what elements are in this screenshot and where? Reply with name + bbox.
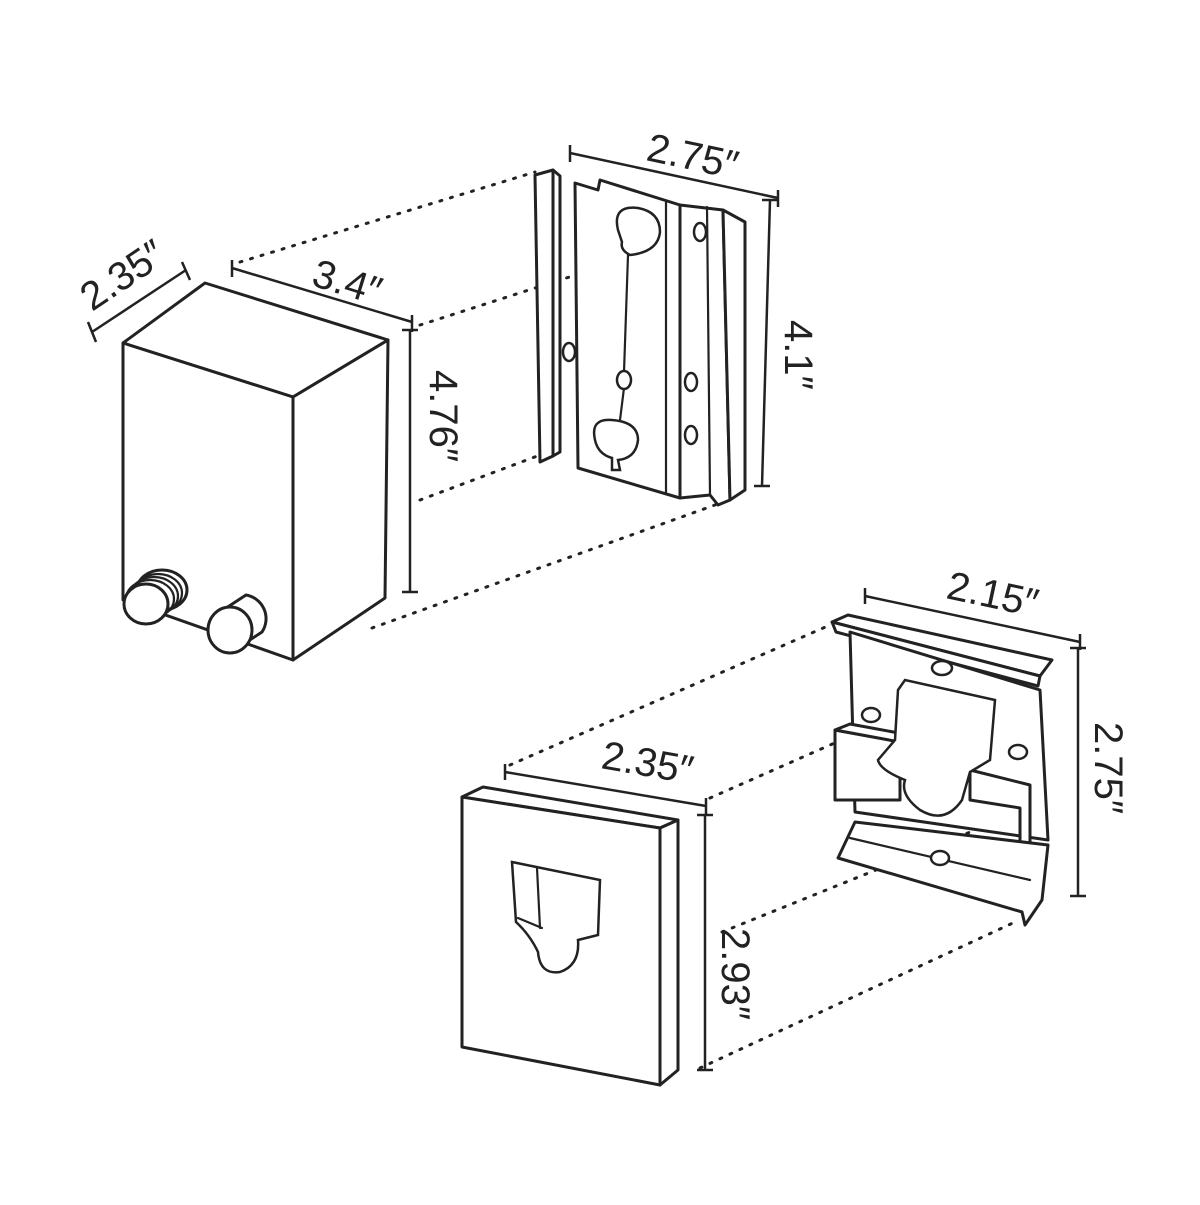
bracket-width-dimension-line: [568, 145, 780, 207]
receiver-cover: [460, 785, 680, 1087]
receiver-bracket: [830, 613, 1054, 927]
cover-width-label: 2.35″: [598, 734, 696, 793]
depth-dimension-line: [86, 261, 192, 343]
ribbed-knob-icon: [122, 568, 189, 626]
receiver-height-dimension-line: [1070, 646, 1086, 898]
keyhole-bottom-icon: [592, 418, 640, 472]
wall-bracket: [533, 168, 747, 507]
dispenser-side-face: [291, 338, 390, 662]
receiver-height-label: 2.75″: [1086, 722, 1130, 814]
receiver-keyhole-icon: [876, 678, 997, 817]
cover-height-label: 2.93″: [713, 928, 757, 1020]
bracket-height-label: 4.1″: [776, 320, 820, 390]
dispenser-box: [121, 281, 390, 662]
cover-width-dimension-line: [503, 764, 708, 814]
dispenser-width-label: 3.4″: [307, 252, 387, 314]
keyhole-top-icon: [615, 206, 662, 257]
bracket-height-dimension-line: [754, 198, 778, 488]
cover-height-dimension-line: [697, 813, 713, 1072]
dispenser-height-label: 4.76″: [421, 370, 465, 462]
cover-keyhole-icon: [510, 860, 602, 974]
cover-side-edge: [658, 818, 680, 1087]
plain-knob-icon: [206, 593, 268, 655]
height-dimension-line: [402, 328, 418, 594]
dispenser-depth-label: 2.35″: [72, 232, 173, 320]
bracket-width-label: 2.75″: [643, 126, 742, 188]
